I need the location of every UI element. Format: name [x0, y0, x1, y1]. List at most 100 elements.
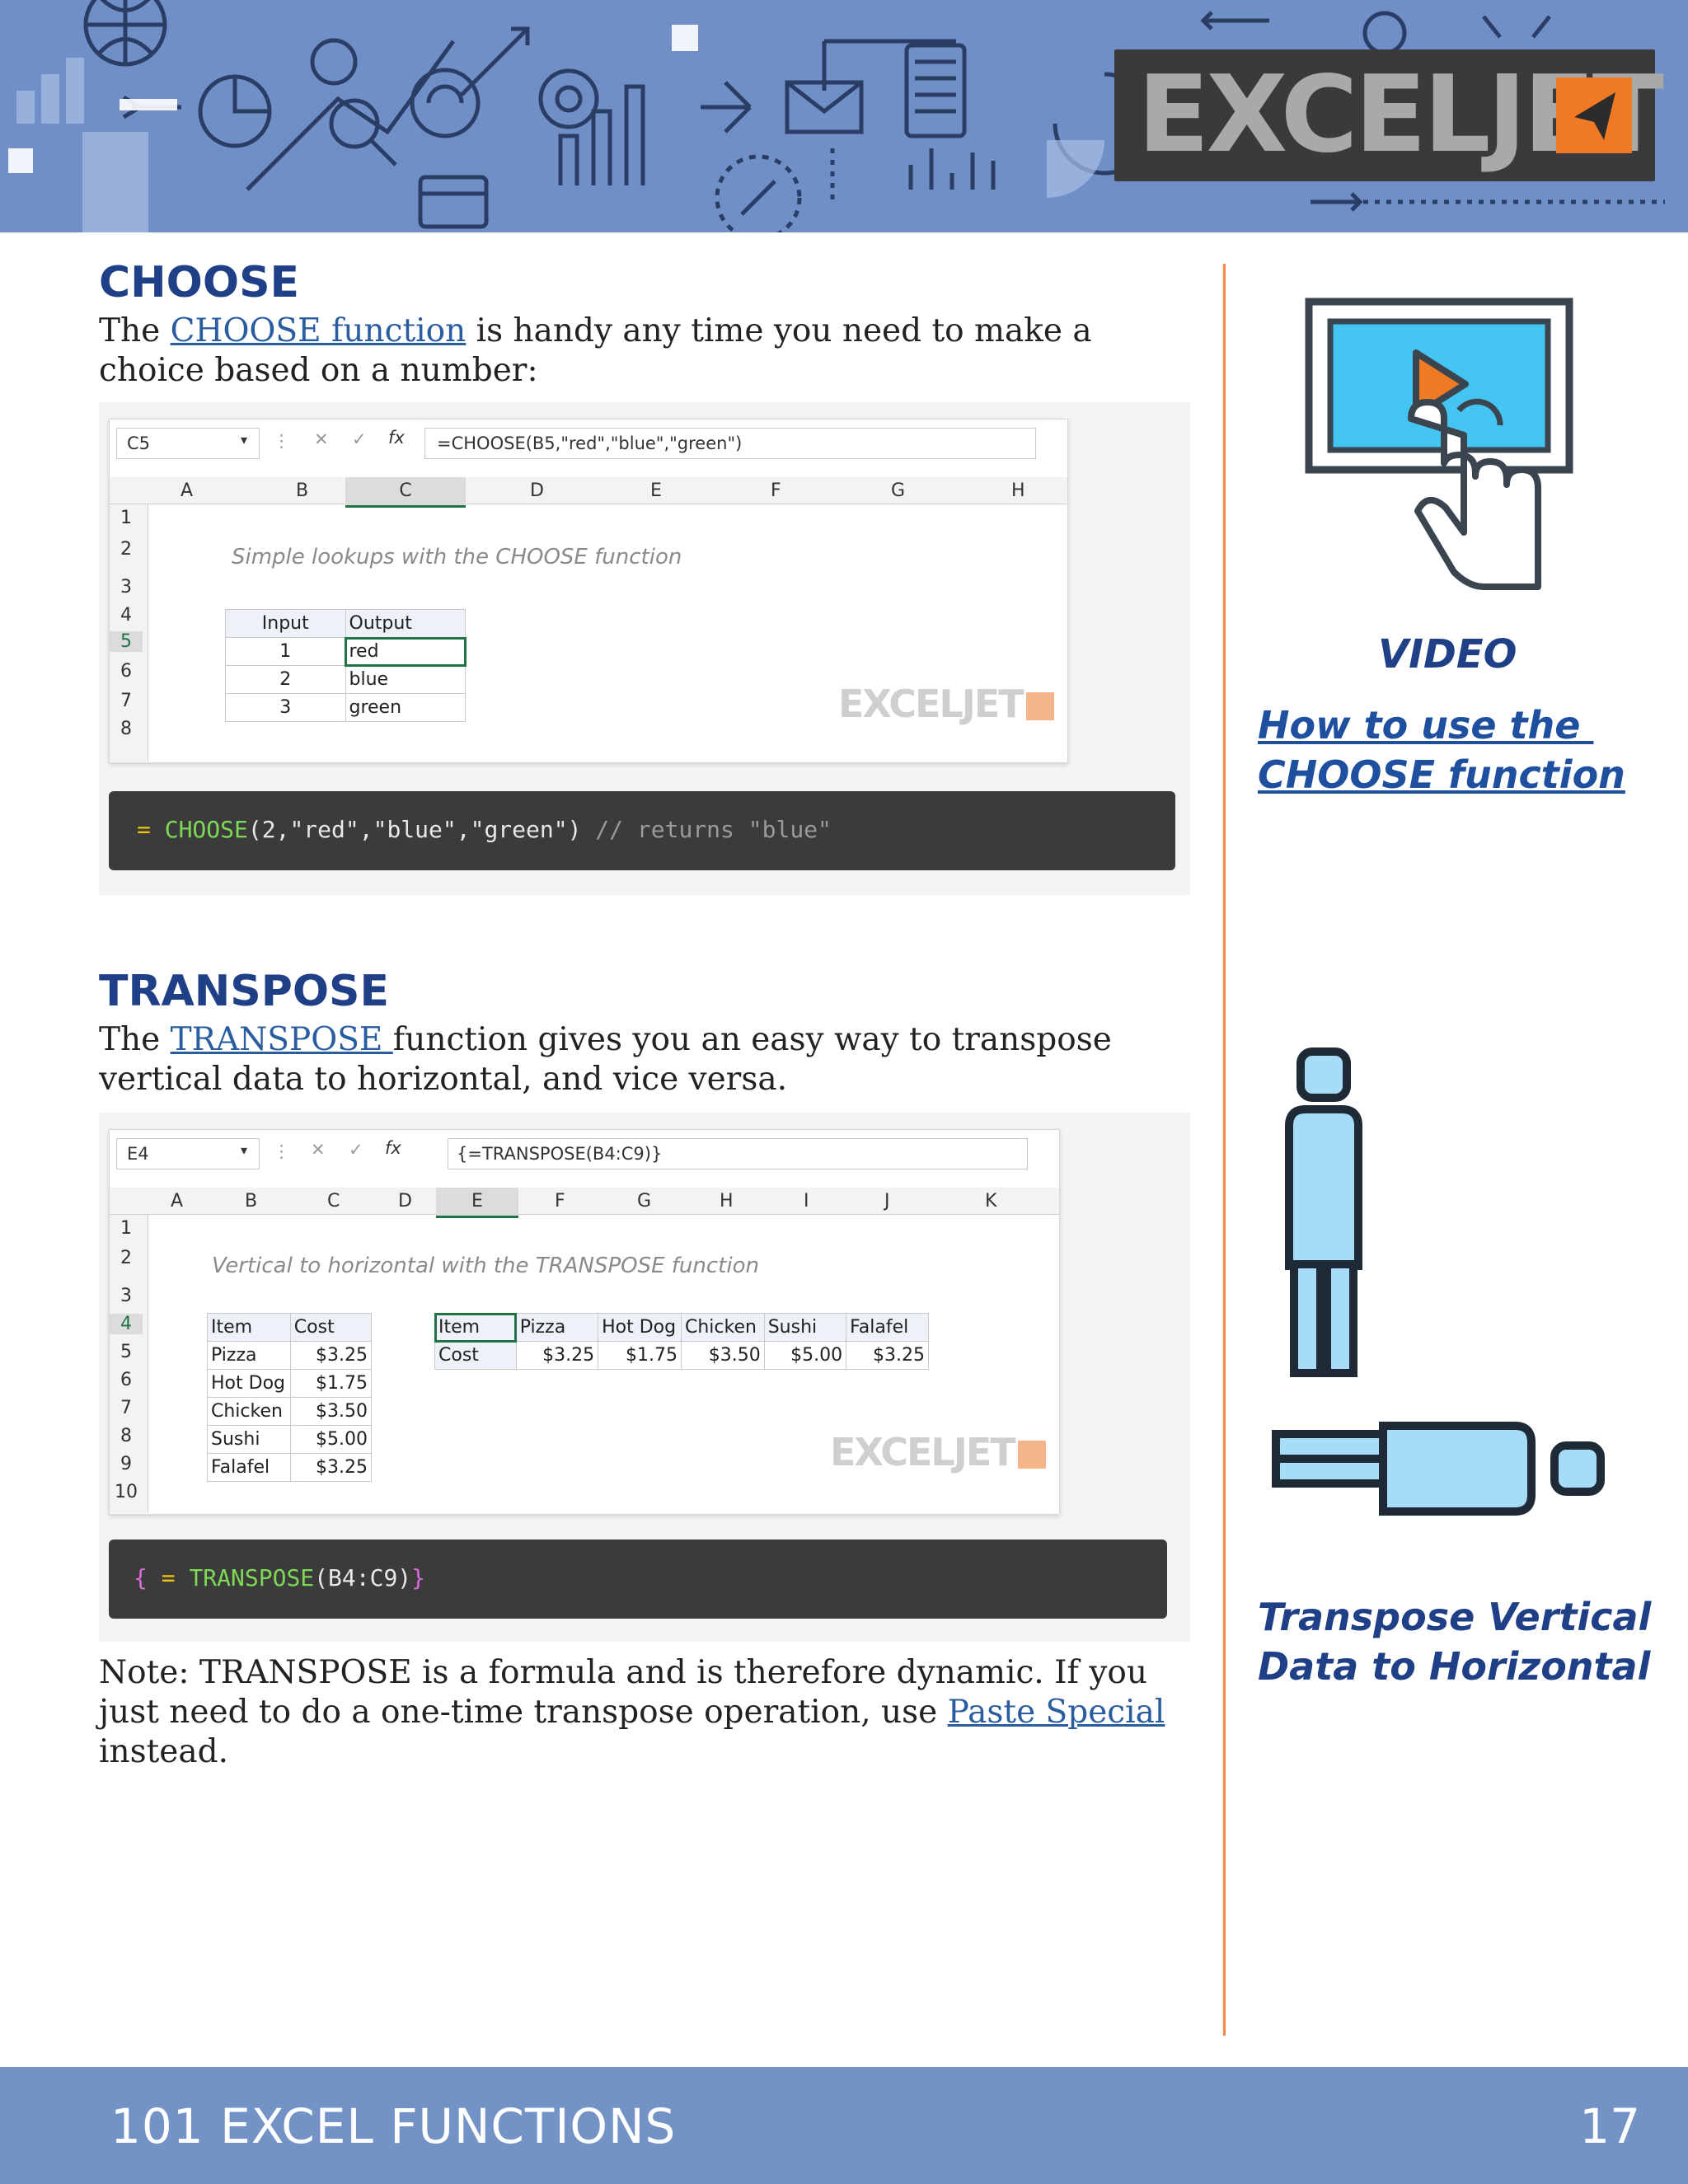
- table-cell[interactable]: Sushi: [763, 1313, 847, 1342]
- chevron-down-icon[interactable]: ▾: [241, 1142, 248, 1158]
- col-b[interactable]: B: [296, 480, 309, 501]
- col-e[interactable]: E: [436, 1188, 518, 1218]
- table-cell[interactable]: Cost: [434, 1341, 517, 1370]
- table-header[interactable]: Item: [207, 1313, 291, 1342]
- transpose-caption: Transpose Vertical Data to Horizontal: [1258, 1592, 1651, 1691]
- cancel-icon[interactable]: ✕: [314, 429, 329, 449]
- table-cell[interactable]: $5.00: [289, 1425, 373, 1454]
- choose-function-link[interactable]: CHOOSE function: [170, 312, 467, 349]
- table-cell[interactable]: $1.75: [289, 1369, 373, 1398]
- row-2[interactable]: 2: [120, 539, 132, 560]
- col-d[interactable]: D: [530, 480, 544, 501]
- formula-input[interactable]: =CHOOSE(B5,"red","blue","green"): [424, 428, 1036, 459]
- row-3[interactable]: 3: [120, 1286, 132, 1306]
- check-icon[interactable]: ✓: [352, 429, 367, 449]
- row-4[interactable]: 4: [120, 605, 132, 626]
- row-1[interactable]: 1: [120, 508, 132, 528]
- col-h[interactable]: H: [720, 1191, 734, 1212]
- function-icon[interactable]: fx: [385, 1138, 401, 1158]
- video-link-line2: CHOOSE function: [1258, 752, 1625, 797]
- col-f[interactable]: F: [771, 480, 781, 501]
- table-cell[interactable]: blue: [345, 665, 466, 694]
- header-banner: EXCELJET: [0, 0, 1688, 232]
- table-header[interactable]: Cost: [289, 1313, 373, 1342]
- table-cell[interactable]: $3.25: [846, 1341, 929, 1370]
- row-8[interactable]: 8: [120, 1426, 132, 1446]
- col-h[interactable]: H: [1011, 480, 1025, 501]
- col-k[interactable]: K: [985, 1191, 997, 1212]
- table-cell[interactable]: Chicken: [680, 1313, 765, 1342]
- row-4[interactable]: 4: [110, 1314, 143, 1334]
- table-cell[interactable]: Chicken: [207, 1397, 291, 1426]
- cancel-icon[interactable]: ✕: [311, 1140, 326, 1160]
- selected-cell[interactable]: red: [345, 636, 467, 667]
- col-j[interactable]: J: [884, 1191, 890, 1212]
- col-b[interactable]: B: [245, 1191, 258, 1212]
- row-9[interactable]: 9: [120, 1454, 132, 1474]
- name-box[interactable]: C5 ▾: [116, 428, 260, 459]
- row-3[interactable]: 3: [120, 577, 132, 598]
- video-link[interactable]: How to use the CHOOSE function: [1258, 701, 1625, 799]
- code-equals: =: [161, 1564, 190, 1591]
- row-2[interactable]: 2: [120, 1248, 132, 1268]
- choose-screenshot: C5 ▾ ⋮ ✕ ✓ fx =CHOOSE(B5,"red","blue","g…: [99, 402, 1190, 895]
- row-6[interactable]: 6: [120, 1370, 132, 1390]
- table-cell[interactable]: Hot Dog: [207, 1369, 291, 1398]
- table-cell[interactable]: Falafel: [846, 1313, 929, 1342]
- table-cell[interactable]: Pizza: [515, 1313, 599, 1342]
- table-cell[interactable]: $5.00: [763, 1341, 847, 1370]
- table-cell[interactable]: green: [345, 693, 466, 722]
- choose-intro-text-rest: is handy any time you need to make a cho…: [99, 312, 1092, 389]
- table-cell[interactable]: $3.25: [289, 1453, 373, 1482]
- col-f[interactable]: F: [555, 1191, 565, 1212]
- table-cell[interactable]: Hot Dog: [598, 1313, 682, 1342]
- table-cell[interactable]: $3.50: [680, 1341, 765, 1370]
- formula-input[interactable]: {=TRANSPOSE(B4:C9)}: [448, 1138, 1028, 1169]
- formula-text: =CHOOSE(B5,"red","blue","green"): [437, 434, 743, 453]
- col-g[interactable]: G: [637, 1191, 652, 1212]
- table-cell[interactable]: $3.25: [289, 1341, 373, 1370]
- name-box[interactable]: E4 ▾: [116, 1138, 260, 1169]
- col-c[interactable]: C: [327, 1191, 340, 1212]
- table-cell[interactable]: Falafel: [207, 1453, 291, 1482]
- transpose-function-link[interactable]: TRANSPOSE: [170, 1021, 393, 1058]
- col-i[interactable]: I: [804, 1191, 809, 1212]
- sheet-title: Vertical to horizontal with the TRANSPOS…: [212, 1254, 759, 1278]
- table-cell[interactable]: 3: [225, 693, 346, 722]
- selected-cell[interactable]: Item: [434, 1312, 518, 1343]
- table-cell[interactable]: Sushi: [207, 1425, 291, 1454]
- col-e[interactable]: E: [650, 480, 662, 501]
- table-cell[interactable]: 2: [225, 665, 346, 694]
- row-7[interactable]: 7: [120, 1398, 132, 1418]
- code-equals: =: [137, 816, 165, 843]
- row-5[interactable]: 5: [120, 1342, 132, 1362]
- paste-special-link[interactable]: Paste Special: [947, 1694, 1165, 1731]
- row-6[interactable]: 6: [120, 661, 132, 682]
- col-g[interactable]: G: [891, 480, 906, 501]
- table-header[interactable]: Input: [225, 609, 346, 638]
- column-headers: A B C D E F G H I J K: [110, 1188, 1059, 1218]
- table-cell[interactable]: 1: [225, 637, 346, 666]
- col-a[interactable]: A: [181, 480, 194, 501]
- table-header[interactable]: Output: [345, 609, 466, 638]
- function-icon[interactable]: fx: [388, 428, 405, 448]
- video-touch-icon: [1302, 297, 1582, 602]
- table-cell[interactable]: $3.25: [515, 1341, 599, 1370]
- check-icon[interactable]: ✓: [349, 1140, 363, 1160]
- table-cell[interactable]: $3.50: [289, 1397, 373, 1426]
- col-d[interactable]: D: [398, 1191, 412, 1212]
- row-10[interactable]: 10: [115, 1482, 138, 1502]
- chevron-down-icon[interactable]: ▾: [241, 432, 248, 448]
- code-line: = CHOOSE(2,"red","blue","green") // retu…: [137, 816, 832, 843]
- col-c[interactable]: C: [345, 477, 466, 508]
- formula-text: {=TRANSPOSE(B4:C9)}: [457, 1144, 663, 1164]
- col-a[interactable]: A: [171, 1191, 184, 1212]
- table-cell[interactable]: $1.75: [598, 1341, 682, 1370]
- row-5[interactable]: 5: [110, 631, 143, 652]
- choose-intro-text: The: [99, 312, 171, 349]
- row-7[interactable]: 7: [120, 691, 132, 711]
- row-1[interactable]: 1: [120, 1218, 132, 1239]
- row-8[interactable]: 8: [120, 719, 132, 739]
- table-cell[interactable]: Pizza: [207, 1341, 291, 1370]
